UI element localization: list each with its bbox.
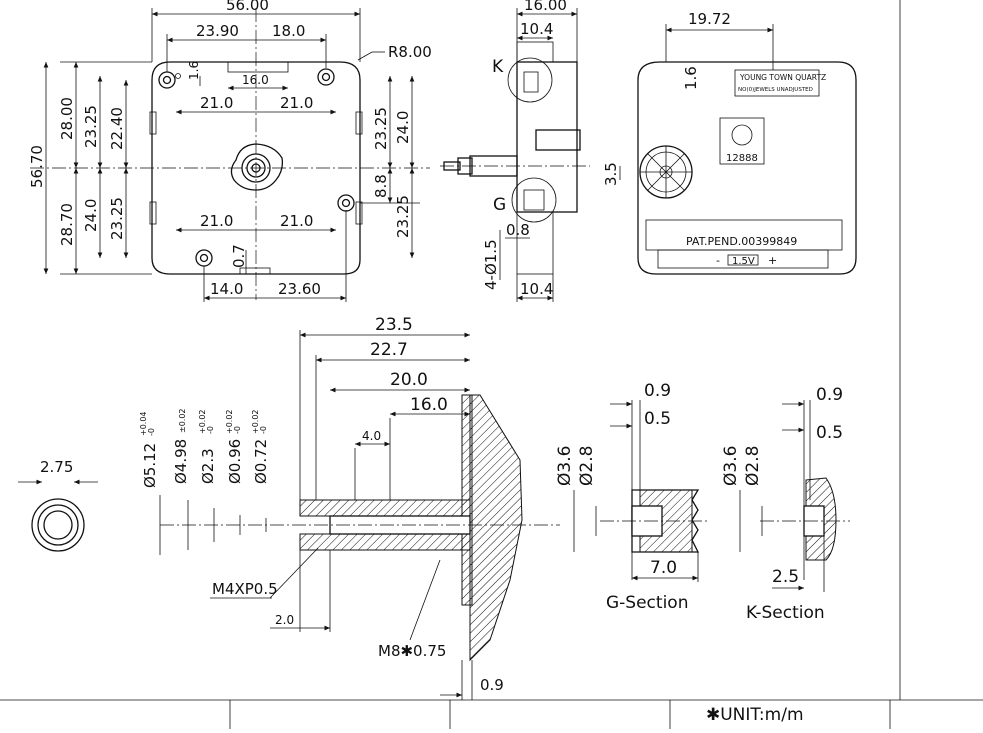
dim-overall-width: 56.00 (226, 0, 269, 14)
dim-top-gap: 1.6 (187, 61, 201, 80)
tol-072-bot: -0 (259, 426, 268, 434)
dim-right-24: 24.0 (394, 111, 412, 144)
back-view: YOUNG TOWN QUARTZ NO(0)JEWELS UNADJUSTED… (602, 10, 857, 275)
side-body (516, 61, 578, 213)
dim-side-body: 10.4 (520, 20, 553, 38)
label-g: G (493, 195, 506, 215)
tol-096-top: +0.02 (225, 409, 234, 434)
dim-right-8: 8.8 (372, 174, 390, 198)
shaft-section: 23.5 22.7 20.0 16.0 4.0 Ø5.12 +0.04 -0 Ø… (18, 315, 560, 700)
side-view: K G 16.00 10.4 10.4 4-Ø1.5 0.8 (440, 0, 590, 302)
dia-498: Ø4.98 (172, 439, 190, 484)
dim-bottom-left-half: 21.0 (200, 212, 233, 230)
hole-note: 4-Ø1.5 (482, 239, 500, 290)
dim-bottom-left: 14.0 (210, 280, 243, 298)
k-section: 0.9 0.5 Ø3.6 Ø2.8 2.5 K-Section (721, 385, 850, 623)
label-k: K (492, 57, 504, 77)
dia-512: Ø5.12 (141, 443, 159, 488)
tol-23-bot: -0 (206, 426, 215, 434)
tol-512-bot: -0 (147, 428, 156, 436)
dim-total-height: 56.70 (28, 145, 46, 188)
g-dia-outer: Ø3.6 (555, 446, 575, 486)
dim-right-23-lower: 23.25 (394, 195, 412, 238)
dim-bottom-right: 23.60 (278, 280, 321, 298)
dim-upper-28: 28.00 (58, 97, 76, 140)
k-section-title: K-Section (746, 603, 825, 623)
k-dim-1: 0.9 (816, 385, 843, 405)
dim-slot-width: 16.0 (242, 73, 269, 87)
g-section-title: G-Section (606, 593, 688, 613)
battery-label: 1.5V (732, 256, 755, 267)
k-length: 2.5 (772, 567, 799, 587)
brand-text: YOUNG TOWN QUARTZ (739, 73, 826, 82)
k-dia-outer: Ø3.6 (721, 446, 741, 486)
battery-plus: + (768, 254, 777, 267)
dim-right-offset: 18.0 (272, 22, 305, 40)
tol-498: ±0.02 (178, 408, 187, 433)
g-dim-2: 0.5 (644, 409, 671, 429)
dim-side-top: 16.00 (524, 0, 567, 14)
dim-radius: R8.00 (388, 43, 432, 61)
dim-back-top-gap: 1.6 (682, 66, 700, 90)
tol-512-top: +0.04 (139, 411, 148, 436)
dim-lower-28: 28.70 (58, 203, 76, 246)
dim-235: 23.5 (375, 315, 413, 335)
back-outline (637, 61, 857, 275)
movement-outline (151, 61, 361, 275)
ring-outer (31, 498, 85, 552)
dim-top-left-half: 21.0 (200, 94, 233, 112)
dim-227: 22.7 (370, 340, 408, 360)
tol-072-top: +0.02 (251, 409, 260, 434)
dia-072: Ø0.72 (252, 439, 270, 484)
dim-40: 4.0 (362, 429, 381, 443)
front-view: 56.00 23.90 18.0 R8.00 16.0 1.6 21.0 21.… (28, 0, 432, 302)
dim-step: 2.0 (275, 613, 294, 627)
dim-left-22: 22.40 (108, 107, 126, 150)
k-dia-inner: Ø2.8 (743, 446, 763, 486)
g-dim-1: 0.9 (644, 381, 671, 401)
patent-text: PAT.PEND.00399849 (686, 235, 797, 248)
dim-160: 16.0 (410, 395, 448, 415)
dim-bottom-gap: 0.7 (230, 244, 248, 268)
unit-note: ✱UNIT:m/m (706, 705, 804, 725)
dia-23: Ø2.3 (199, 448, 217, 484)
g-length: 7.0 (650, 558, 677, 578)
g-section: 0.9 0.5 Ø3.6 Ø2.8 7.0 G-Section (555, 381, 710, 613)
dim-left-23-upper: 23.25 (82, 105, 100, 148)
dim-200: 20.0 (390, 370, 428, 390)
dim-shaft-offset: 3.5 (602, 162, 620, 186)
dim-side-bottom: 10.4 (520, 280, 553, 298)
dim-right-23-upper: 23.25 (372, 107, 390, 150)
battery-minus: - (716, 254, 720, 267)
tab-thickness: 0.8 (506, 221, 530, 239)
thread-small: M4XP0.5 (212, 580, 278, 598)
dim-base: 0.9 (480, 676, 504, 694)
tol-096-bot: -0 (233, 426, 242, 434)
model-number: 12888 (726, 153, 758, 164)
dim-top-right-half: 21.0 (280, 94, 313, 112)
dim-left-offset: 23.90 (196, 22, 239, 40)
tol-23-top: +0.02 (198, 409, 207, 434)
dim-bottom-right-half: 21.0 (280, 212, 313, 230)
dia-096: Ø0.96 (226, 439, 244, 484)
dim-left-23-lower: 23.25 (108, 197, 126, 240)
dim-back-width: 19.72 (688, 10, 731, 28)
k-dim-2: 0.5 (816, 423, 843, 443)
thread-big: M8✱0.75 (378, 642, 446, 660)
dim-left-24: 24.0 (82, 199, 100, 232)
brand-subtext: NO(0)JEWELS UNADJUSTED (738, 87, 813, 93)
ring-diameter: 2.75 (40, 458, 73, 476)
g-dia-inner: Ø2.8 (577, 446, 597, 486)
